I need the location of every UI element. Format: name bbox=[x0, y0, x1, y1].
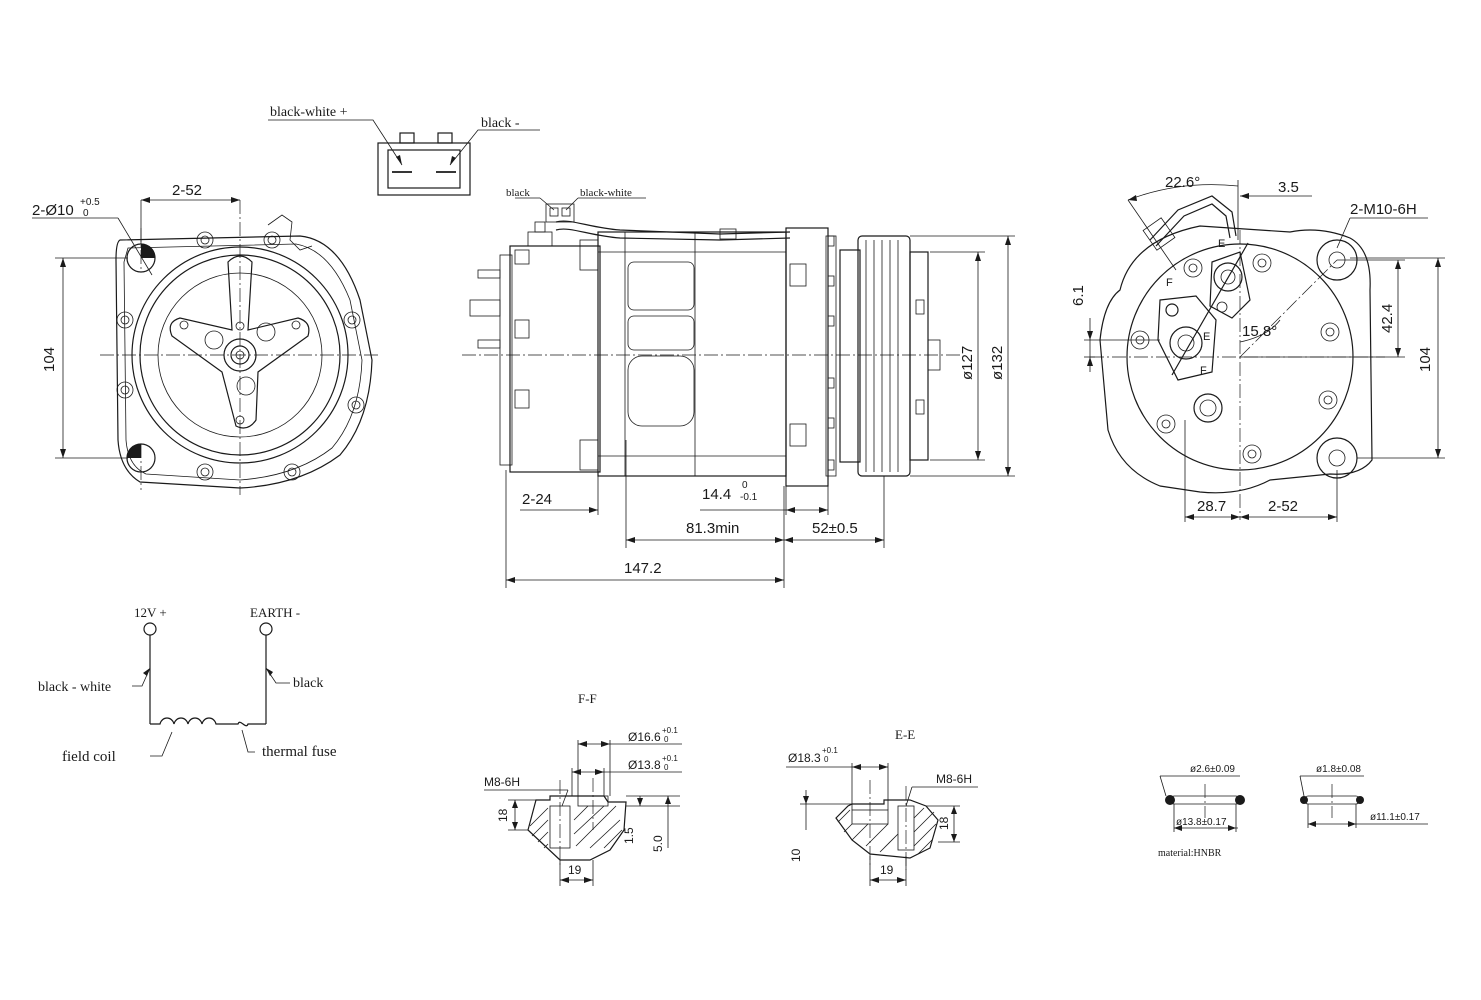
ff-bore-2-label: Ø13.8 bbox=[628, 758, 661, 772]
ff-total-label: 5.0 bbox=[651, 835, 665, 852]
rear-spacing-label: 2-52 bbox=[1268, 498, 1298, 515]
section-e-top: E bbox=[1218, 238, 1225, 250]
ring2-section-label: ø1.8±0.08 bbox=[1316, 764, 1361, 775]
pulley-offset-label: 52±0.5 bbox=[812, 520, 858, 537]
ring1-id-label: ø13.8±0.17 bbox=[1176, 817, 1227, 828]
rear-height-label: 104 bbox=[1417, 347, 1434, 372]
ff-bore-1-tol-low: 0 bbox=[664, 735, 669, 744]
connector-right-label: black - bbox=[481, 116, 520, 131]
ff-bore-2-tol: +0.1 bbox=[662, 754, 678, 763]
ff-width-label: 19 bbox=[568, 863, 582, 877]
dim-42-label: 42.4 bbox=[1379, 304, 1396, 333]
front-spacing-label: 2-52 bbox=[172, 182, 202, 199]
ff-bore-2-tol-low: 0 bbox=[664, 763, 669, 772]
ff-bore-1-tol: +0.1 bbox=[662, 726, 678, 735]
dim-28-label: 28.7 bbox=[1197, 498, 1226, 515]
ring2-id-label: ø11.1±0.17 bbox=[1370, 812, 1420, 823]
side-view: black black-white ø127 ø132 2-24 14.4 bbox=[462, 187, 1015, 588]
offset-1-label: 3.5 bbox=[1278, 179, 1299, 196]
wiring-positive-label: 12V + bbox=[134, 605, 167, 620]
pulley-dia-1-label: ø127 bbox=[959, 346, 976, 380]
section-ff: F-F Ø16.6 +0.1 0 Ø13. bbox=[484, 691, 682, 886]
min-len-label: 81.3min bbox=[686, 520, 739, 537]
oring-material-label: material:HNBR bbox=[1158, 848, 1222, 859]
section-f-bottom: F bbox=[1200, 365, 1207, 377]
angle-1-label: 22.6° bbox=[1165, 174, 1200, 191]
ee-thread-label: M8-6H bbox=[936, 772, 972, 786]
side-wire-bw-label: black-white bbox=[580, 187, 632, 199]
ff-thread-label: M8-6H bbox=[484, 775, 520, 789]
section-ee: E-E Ø18.3 +0.1 0 M8-6H bbox=[786, 727, 978, 886]
thermal-fuse-label: thermal fuse bbox=[262, 744, 337, 760]
angle-2-label: 15.8° bbox=[1242, 323, 1277, 340]
offset-v-label: 6.1 bbox=[1070, 285, 1087, 306]
front-hole-tol-low: 0 bbox=[83, 208, 89, 219]
ee-bore-tol-low: 0 bbox=[824, 755, 829, 764]
ee-width-label: 19 bbox=[880, 863, 894, 877]
section-e-mid: E bbox=[1203, 331, 1210, 343]
gap-tol-up: 0 bbox=[742, 480, 748, 491]
section-f-left: F bbox=[1166, 277, 1173, 289]
gap-label: 14.4 bbox=[702, 486, 731, 503]
front-hole-label: 2-Ø10 bbox=[32, 202, 74, 219]
thread-len-label: 2-24 bbox=[522, 491, 552, 508]
section-ff-title: F-F bbox=[578, 691, 597, 706]
front-height-label: 104 bbox=[41, 347, 58, 372]
front-hole-tol: +0.5 bbox=[80, 197, 100, 208]
front-view: 2-52 2-Ø10 +0.5 0 104 bbox=[32, 182, 380, 495]
section-ee-title: E-E bbox=[895, 727, 915, 742]
orings: ø2.6±0.09 ø13.8±0.17 material:HNBR ø1.8±… bbox=[1158, 764, 1428, 859]
connector-left-label: black-white + bbox=[270, 105, 348, 120]
rear-thread-label: 2-M10-6H bbox=[1350, 201, 1417, 218]
ee-depth-label: 18 bbox=[937, 816, 951, 830]
gap-tol-low: -0.1 bbox=[740, 492, 758, 503]
field-coil-label: field coil bbox=[62, 749, 116, 765]
side-wire-black-label: black bbox=[506, 187, 530, 199]
ee-height-label: 10 bbox=[789, 848, 803, 862]
pulley-dia-2-label: ø132 bbox=[989, 346, 1006, 380]
connector-view: black-white + black - bbox=[268, 105, 540, 196]
wiring-left-wire-label: black - white bbox=[38, 680, 111, 695]
wiring-diagram: 12V + EARTH - black - white black field … bbox=[38, 605, 337, 765]
ff-step-label: 1.5 bbox=[622, 827, 636, 844]
ee-bore-label: Ø18.3 bbox=[788, 751, 821, 765]
ee-bore-tol: +0.1 bbox=[822, 746, 838, 755]
ring1-section-label: ø2.6±0.09 bbox=[1190, 764, 1235, 775]
wiring-earth-label: EARTH - bbox=[250, 605, 300, 620]
rear-view: E F E F 22.6° 3.5 2-M10-6H 6.1 15.8° bbox=[1070, 174, 1445, 522]
ff-bore-1-label: Ø16.6 bbox=[628, 730, 661, 744]
overall-len-label: 147.2 bbox=[624, 560, 662, 577]
wiring-right-wire-label: black bbox=[293, 676, 323, 691]
ff-depth-label: 18 bbox=[496, 808, 510, 822]
